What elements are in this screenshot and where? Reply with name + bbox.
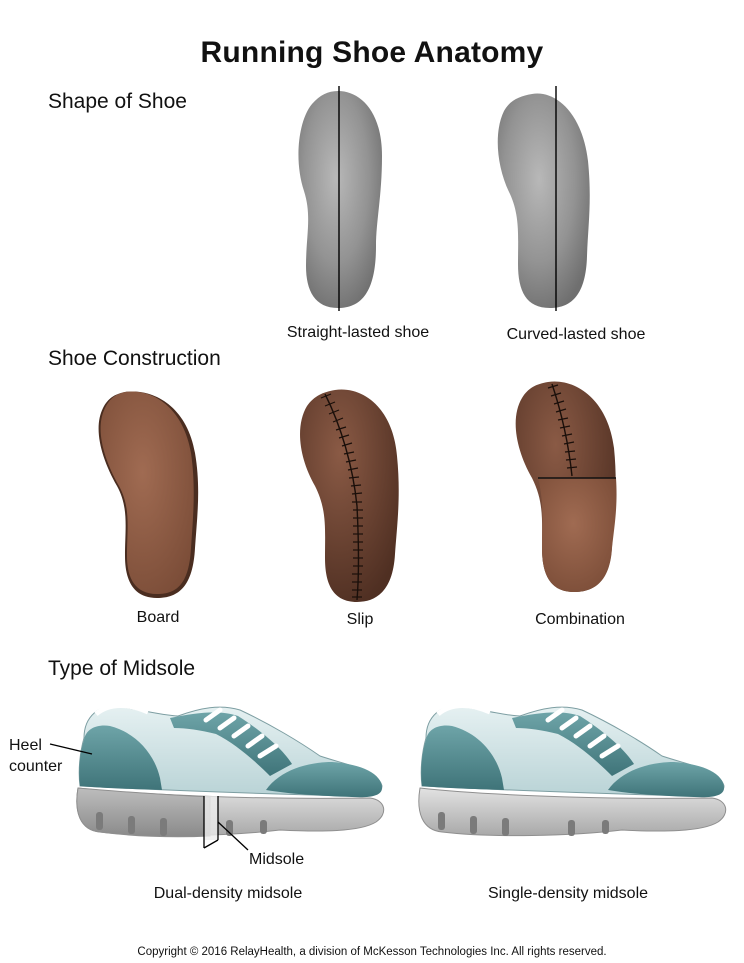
section-heading-construction: Shoe Construction <box>48 347 221 370</box>
dual-density-shoe-icon <box>49 703 385 851</box>
slip-construction-icon <box>300 389 399 602</box>
label-midsole: Midsole <box>249 851 305 868</box>
curved-lasted-shoe-icon <box>497 86 590 311</box>
copyright-notice: Copyright © 2016 RelayHealth, a division… <box>137 946 607 958</box>
board-construction-icon <box>98 391 199 598</box>
label-heel-counter-line1: Heel <box>9 737 42 754</box>
single-density-shoe-icon <box>418 703 727 837</box>
section-heading-shape: Shape of Shoe <box>48 90 187 113</box>
section-heading-midsole: Type of Midsole <box>48 657 196 680</box>
caption-combination: Combination <box>535 611 625 628</box>
caption-slip: Slip <box>346 611 374 628</box>
caption-single-density: Single-density midsole <box>487 885 649 902</box>
page-title: Running Shoe Anatomy <box>200 36 544 69</box>
straight-lasted-shoe-icon <box>298 86 382 311</box>
combination-construction-icon <box>515 381 617 592</box>
caption-straight-lasted: Straight-lasted shoe <box>286 324 430 341</box>
caption-dual-density: Dual-density midsole <box>153 885 303 902</box>
label-heel-counter-line2: counter <box>9 758 63 775</box>
caption-board: Board <box>136 609 180 626</box>
caption-curved-lasted: Curved-lasted shoe <box>506 326 646 343</box>
